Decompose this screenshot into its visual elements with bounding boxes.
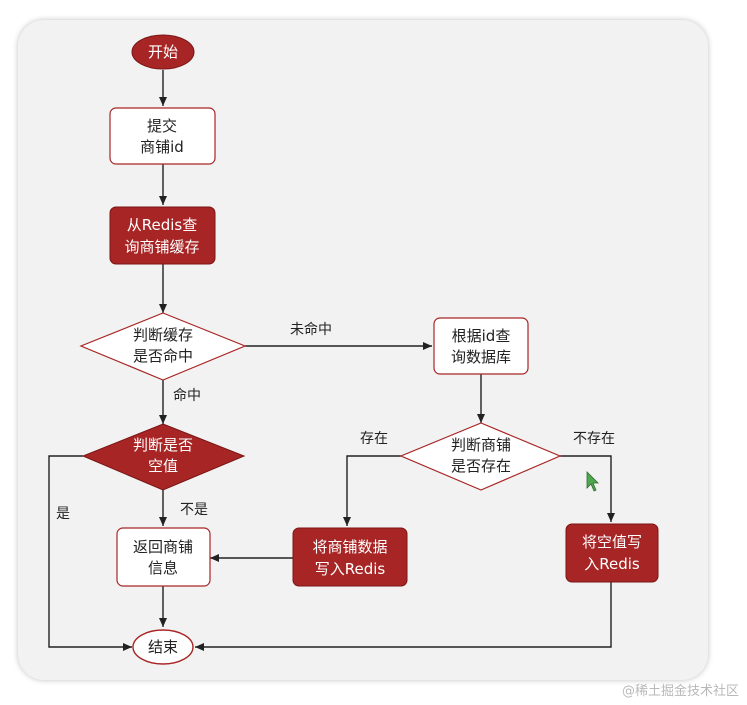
start-node: 开始	[131, 34, 195, 70]
return-info-label-line1: 返回商铺	[133, 538, 193, 556]
end-label: 结束	[148, 638, 178, 656]
end-node: 结束	[132, 629, 194, 665]
edge-label-exists: 存在	[360, 431, 388, 447]
edge-label-hit: 命中	[173, 387, 201, 404]
hit-decision-node: 判断缓存 是否命中	[79, 312, 247, 381]
write-null-node: 将空值写 入Redis	[565, 523, 659, 583]
null-decision-label-line1: 判断是否	[133, 436, 193, 454]
hit-decision-label-line1: 判断缓存	[133, 326, 193, 344]
edge-write-null-end	[195, 582, 612, 651]
edge-null-decision-end	[48, 455, 132, 651]
submit-label-line1: 提交	[147, 117, 177, 135]
write-shop-label-line2: 写入Redis	[315, 560, 386, 578]
query-redis-node: 从Redis查 询商铺缓存	[109, 206, 216, 265]
edge-label-not-exists: 不存在	[573, 431, 615, 447]
query-db-label-line2: 询数据库	[451, 348, 511, 366]
submit-label-line2: 商铺id	[140, 138, 184, 156]
edge-label-not: 不是	[180, 502, 208, 518]
return-info-node: 返回商铺 信息	[116, 527, 211, 587]
write-null-label-line1: 将空值写	[582, 533, 642, 551]
hit-decision-label-line2: 是否命中	[133, 347, 193, 365]
write-null-label-line2: 入Redis	[584, 555, 640, 573]
query-db-node: 根据id查 询数据库	[433, 317, 529, 375]
query-db-label-line1: 根据id查	[452, 327, 511, 345]
edges	[48, 70, 615, 651]
edge-label-yes: 是	[56, 506, 70, 522]
exists-decision-label-line1: 判断商铺	[451, 436, 511, 454]
watermark: @稀土掘金技术社区	[621, 684, 739, 699]
start-label: 开始	[148, 43, 178, 61]
query-redis-label-line2: 询商铺缓存	[124, 238, 199, 256]
edge-exists-decision-write-shop	[343, 455, 401, 526]
write-shop-label-line1: 将商铺数据	[312, 538, 387, 556]
submit-node: 提交 商铺id	[109, 107, 216, 165]
mouse-cursor-icon	[586, 471, 599, 492]
write-shop-node: 将商铺数据 写入Redis	[292, 527, 408, 587]
null-decision-node: 判断是否 空值	[81, 423, 246, 491]
edge-label-miss: 未命中	[290, 321, 332, 338]
null-decision-label-line2: 空值	[148, 457, 178, 475]
query-redis-label-line1: 从Redis查	[127, 216, 197, 234]
return-info-label-line2: 信息	[148, 559, 178, 577]
exists-decision-node: 判断商铺 是否存在	[399, 422, 562, 491]
exists-decision-label-line2: 是否存在	[451, 457, 511, 475]
edge-exists-decision-write-null	[560, 455, 615, 522]
